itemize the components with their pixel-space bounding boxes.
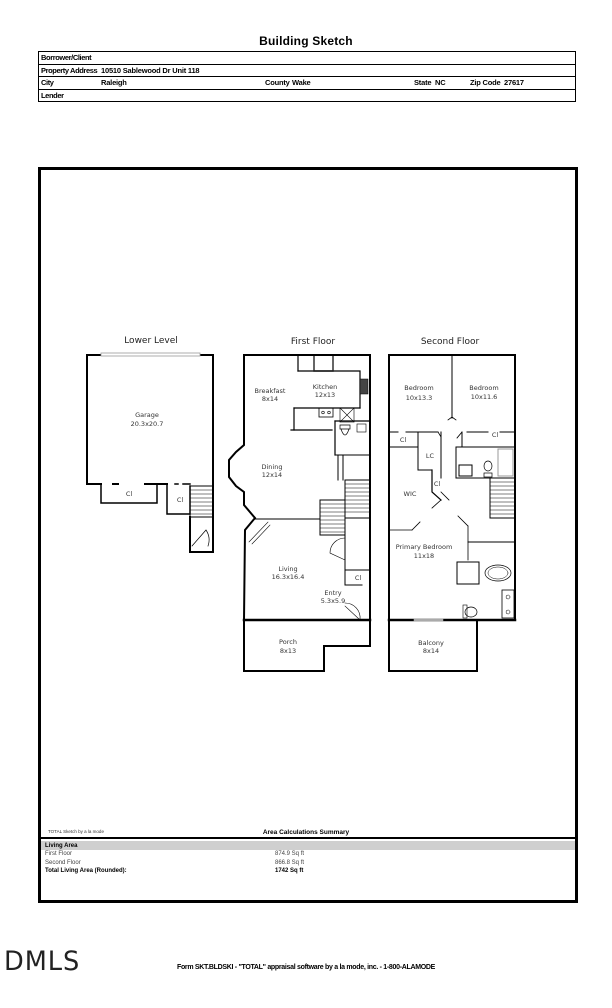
first-floor-plan [228, 354, 372, 672]
living-area-band [41, 841, 575, 850]
room-balcony-size: 8x14 [423, 647, 439, 655]
room-dining-size: 12x14 [262, 471, 282, 479]
room-entry-name: Entry [324, 589, 341, 597]
room-breakfast-size: 8x14 [262, 395, 278, 403]
county-value: Wake [292, 78, 311, 87]
room-closet-name: Cl [355, 574, 362, 582]
room-closet-name: Cl [400, 436, 407, 444]
second-floor-area-label: Second Floor [45, 860, 81, 866]
property-address-value: 10510 Sablewood Dr Unit 118 [101, 65, 200, 75]
room-kitchen-name: Kitchen [313, 383, 337, 391]
room-balcony-name: Balcony [418, 639, 444, 647]
area-summary-title: Area Calculations Summary [262, 829, 350, 836]
zip-value: 27617 [504, 78, 524, 87]
floor-label-first-floor: First Floor [291, 337, 335, 347]
form-footer: Form SKT.BLDSKI - "TOTAL" appraisal soft… [176, 964, 436, 971]
city-row: City Raleigh County Wake State NC Zip Co… [39, 77, 575, 90]
room-closet-name: Cl [434, 480, 441, 488]
room-linen-closet-name: LC [426, 452, 435, 460]
state-label: State [414, 78, 432, 87]
room-closet-name: Cl [177, 496, 184, 504]
dmls-watermark: DMLS [4, 946, 81, 977]
total-living-area-label: Total Living Area (Rounded): [45, 868, 127, 874]
room-porch-size: 8x13 [280, 647, 296, 655]
room-bedroom-2-name: Bedroom [469, 384, 498, 392]
room-entry-size: 5.3x5.9 [321, 597, 346, 605]
second-floor-plan [387, 354, 517, 672]
zip-label: Zip Code [470, 78, 501, 87]
county-label: County [265, 78, 290, 87]
room-bedroom-1-size: 10x13.3 [406, 394, 433, 402]
room-garage-name: Garage [135, 411, 159, 419]
room-breakfast-name: Breakfast [255, 387, 286, 395]
city-value: Raleigh [101, 78, 127, 87]
property-address-label: Property Address [41, 65, 98, 75]
room-primary-bedroom-size: 11x18 [414, 552, 434, 560]
room-living-name: Living [278, 565, 297, 573]
sketch-frame [38, 167, 578, 903]
room-closet-name: Cl [492, 431, 499, 439]
first-floor-area-value: 874.9 Sq ft [275, 851, 305, 857]
total-living-area-value: 1742 Sq ft [275, 868, 304, 874]
second-floor-area-value: 866.8 Sq ft [275, 860, 305, 866]
lower-level-plan [86, 352, 214, 553]
room-bedroom-1-name: Bedroom [404, 384, 433, 392]
floor-label-second-floor: Second Floor [421, 337, 480, 347]
state-value: NC [435, 78, 446, 87]
room-dining-name: Dining [262, 463, 283, 471]
borrower-label: Borrower/Client [41, 53, 92, 62]
property-address-row: Property Address 10510 Sablewood Dr Unit… [39, 65, 575, 77]
lender-label: Lender [41, 90, 64, 100]
room-living-size: 16.3x16.4 [272, 573, 305, 581]
room-wic-name: WIC [404, 490, 417, 498]
room-garage-size: 20.3x20.7 [131, 420, 164, 428]
first-floor-area-label: First Floor [45, 851, 72, 857]
room-bedroom-2-size: 10x11.6 [471, 393, 498, 401]
living-area-heading: Living Area [45, 843, 78, 849]
page-title: Building Sketch [259, 34, 353, 48]
room-porch-name: Porch [279, 638, 297, 646]
borrower-row: Borrower/Client [39, 52, 575, 65]
room-kitchen-size: 12x13 [315, 391, 335, 399]
floor-label-lower-level: Lower Level [124, 336, 178, 346]
room-primary-bedroom-name: Primary Bedroom [396, 543, 453, 551]
lender-row: Lender [39, 90, 575, 102]
room-closet-name: Cl [126, 490, 133, 498]
sketch-credit: TOTAL Sketch by a la mode [48, 829, 104, 834]
city-label: City [41, 78, 54, 87]
summary-divider [38, 837, 578, 839]
property-header-table: Borrower/Client Property Address 10510 S… [38, 51, 576, 102]
